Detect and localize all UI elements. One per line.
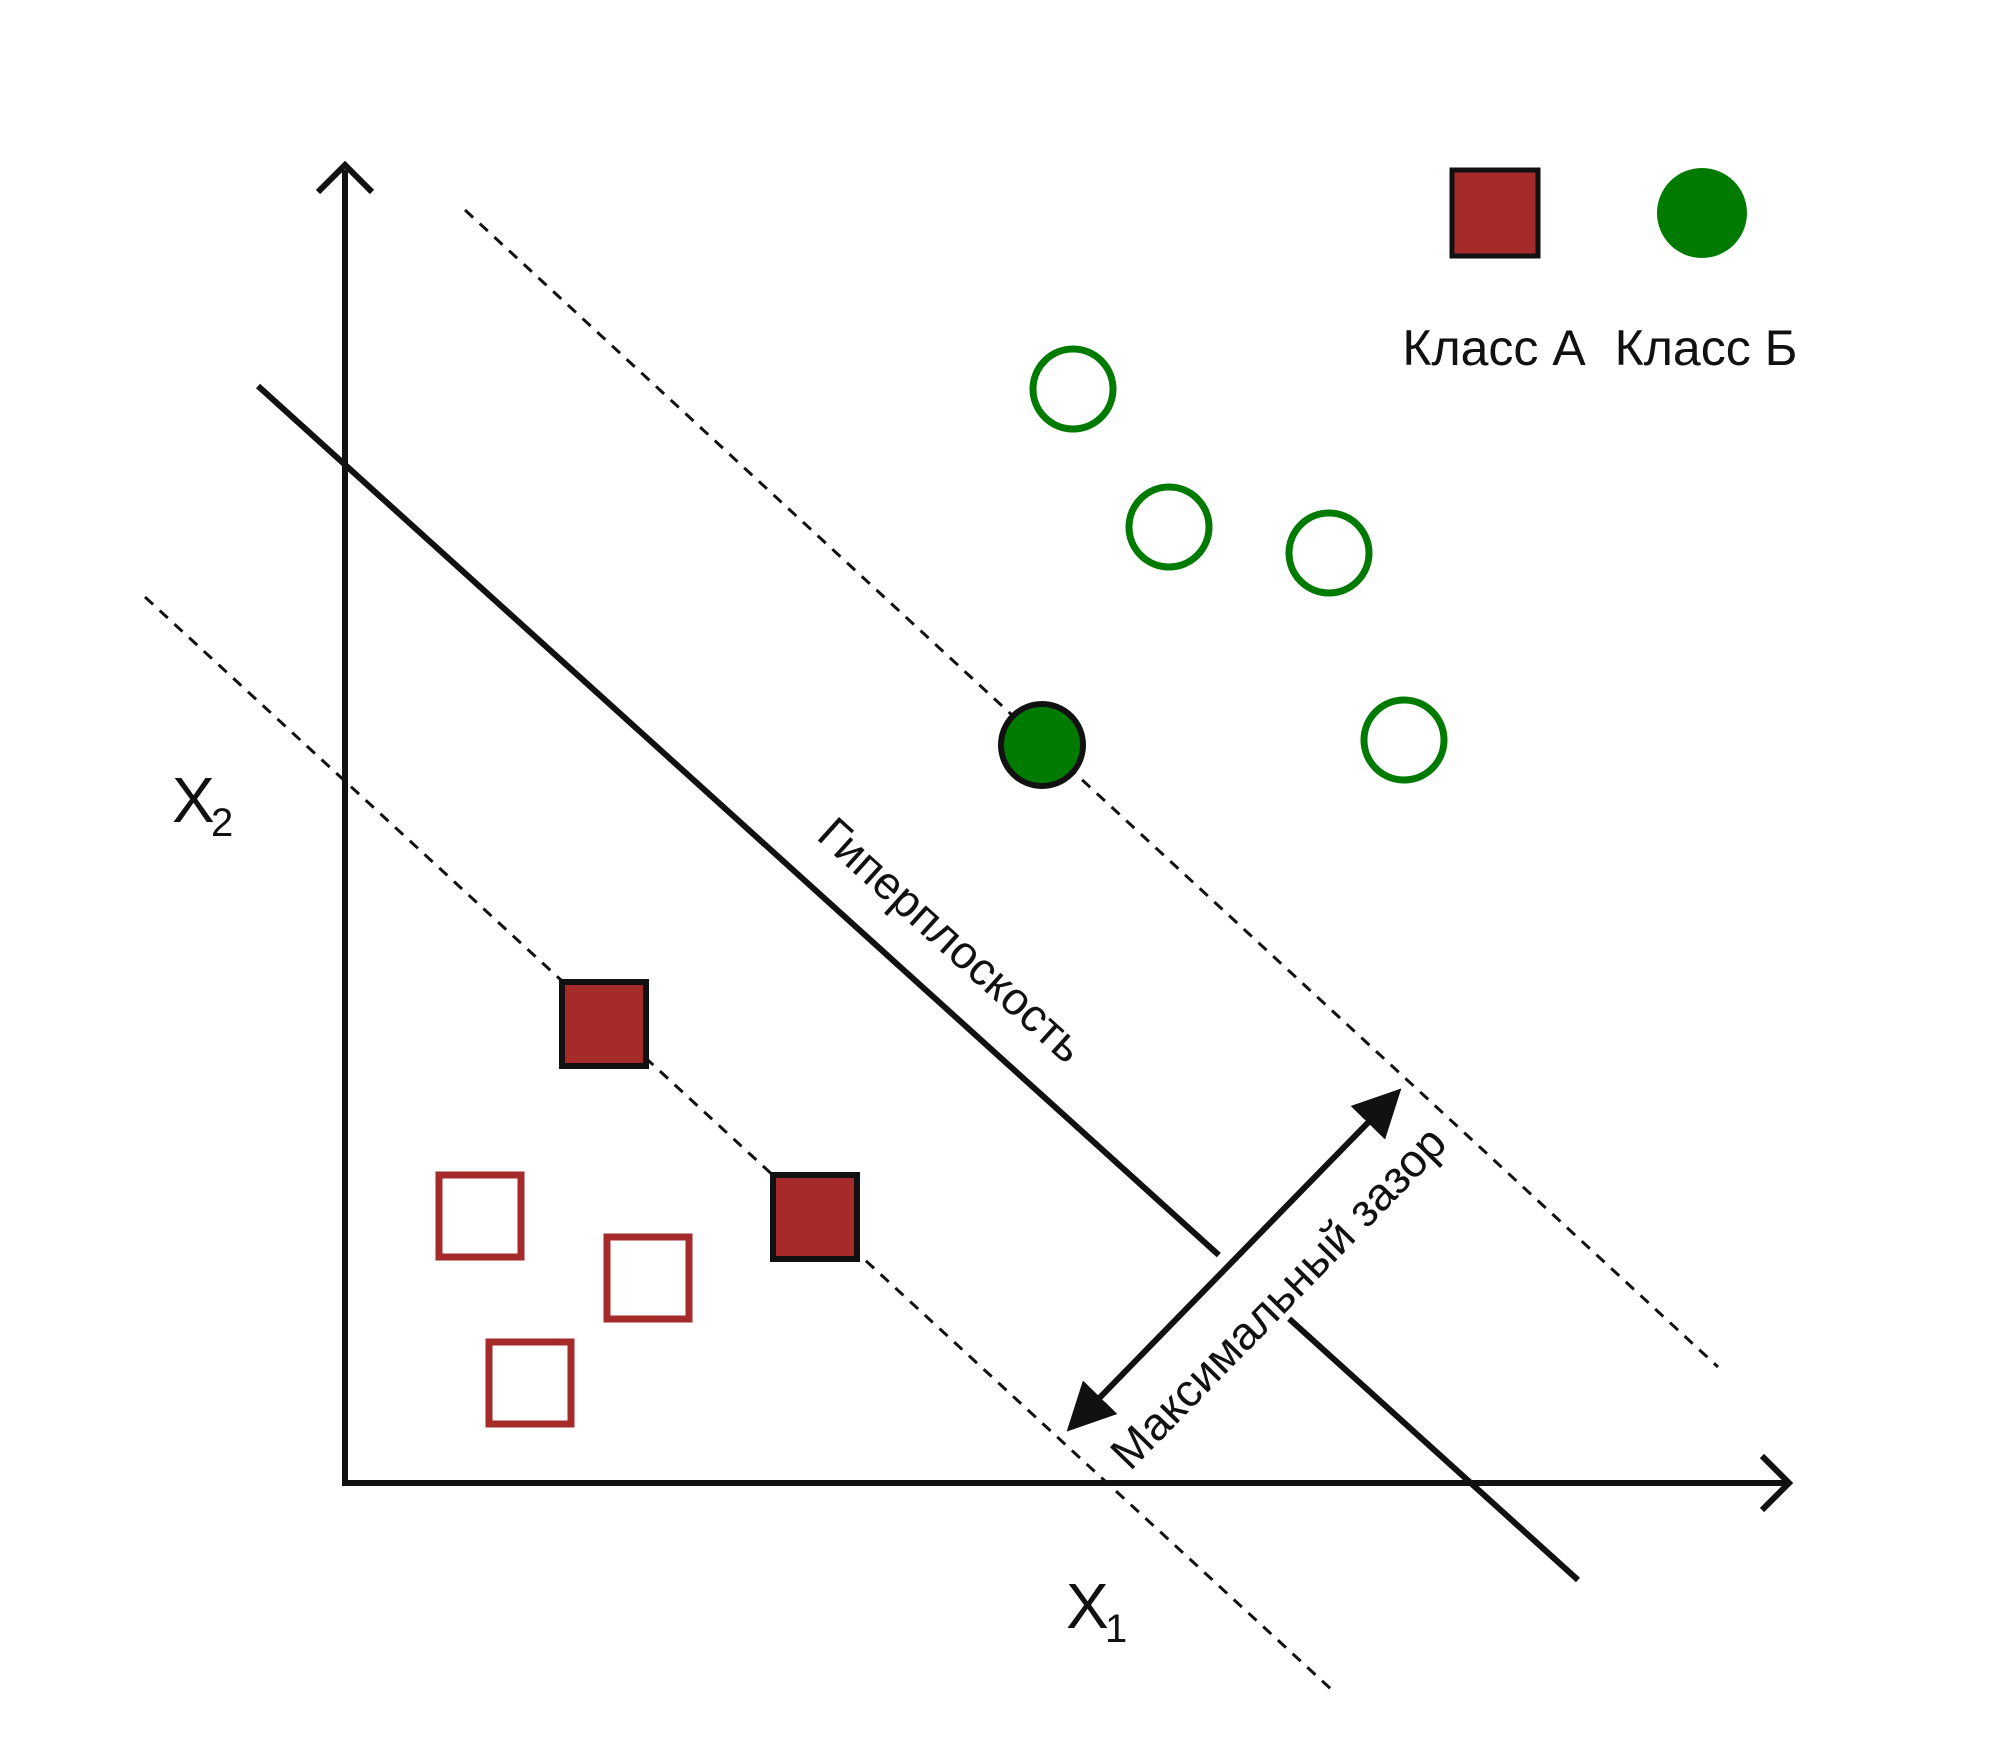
legend-class-a-swatch: [1449, 167, 1541, 259]
class-b-support-vector: [998, 701, 1086, 789]
x-axis-letter: X: [1066, 1570, 1109, 1642]
class-a-point: [603, 1233, 693, 1323]
class-b-point: [1360, 696, 1448, 784]
lower-margin-line: [143, 595, 1334, 1692]
class-a-support-vector: [559, 979, 649, 1069]
legend-class-b-swatch: [1657, 168, 1747, 258]
class-a-points: [435, 979, 860, 1428]
class-b-point: [1125, 483, 1213, 571]
hyperplane-line: [255, 383, 1581, 1583]
legend: Класс А Класс Б: [1402, 167, 1798, 376]
legend-class-b-label: Класс Б: [1615, 320, 1798, 376]
y-axis-label: X 2: [172, 764, 233, 845]
class-a-support-vector: [770, 1172, 860, 1262]
y-axis-subscript: 2: [211, 801, 233, 845]
y-axis-arrowhead: [315, 160, 375, 195]
legend-class-a-label: Класс А: [1402, 320, 1586, 376]
upper-margin-line: [463, 208, 1720, 1369]
x-axis-arrowhead: [1759, 1453, 1794, 1513]
margin-arrow: [1066, 1088, 1402, 1432]
hyperplane-label: Гиперплоскость: [808, 807, 1095, 1073]
x-axis-label: X 1: [1066, 1570, 1127, 1651]
class-b-points: [998, 345, 1448, 789]
axes: [315, 160, 1794, 1513]
class-a-point: [435, 1171, 525, 1261]
margin-lines: [143, 208, 1720, 1692]
class-b-point: [1285, 509, 1373, 597]
y-axis-letter: X: [172, 764, 215, 836]
class-a-point: [485, 1338, 575, 1428]
class-b-point: [1029, 345, 1117, 433]
x-axis-subscript: 1: [1105, 1607, 1127, 1651]
